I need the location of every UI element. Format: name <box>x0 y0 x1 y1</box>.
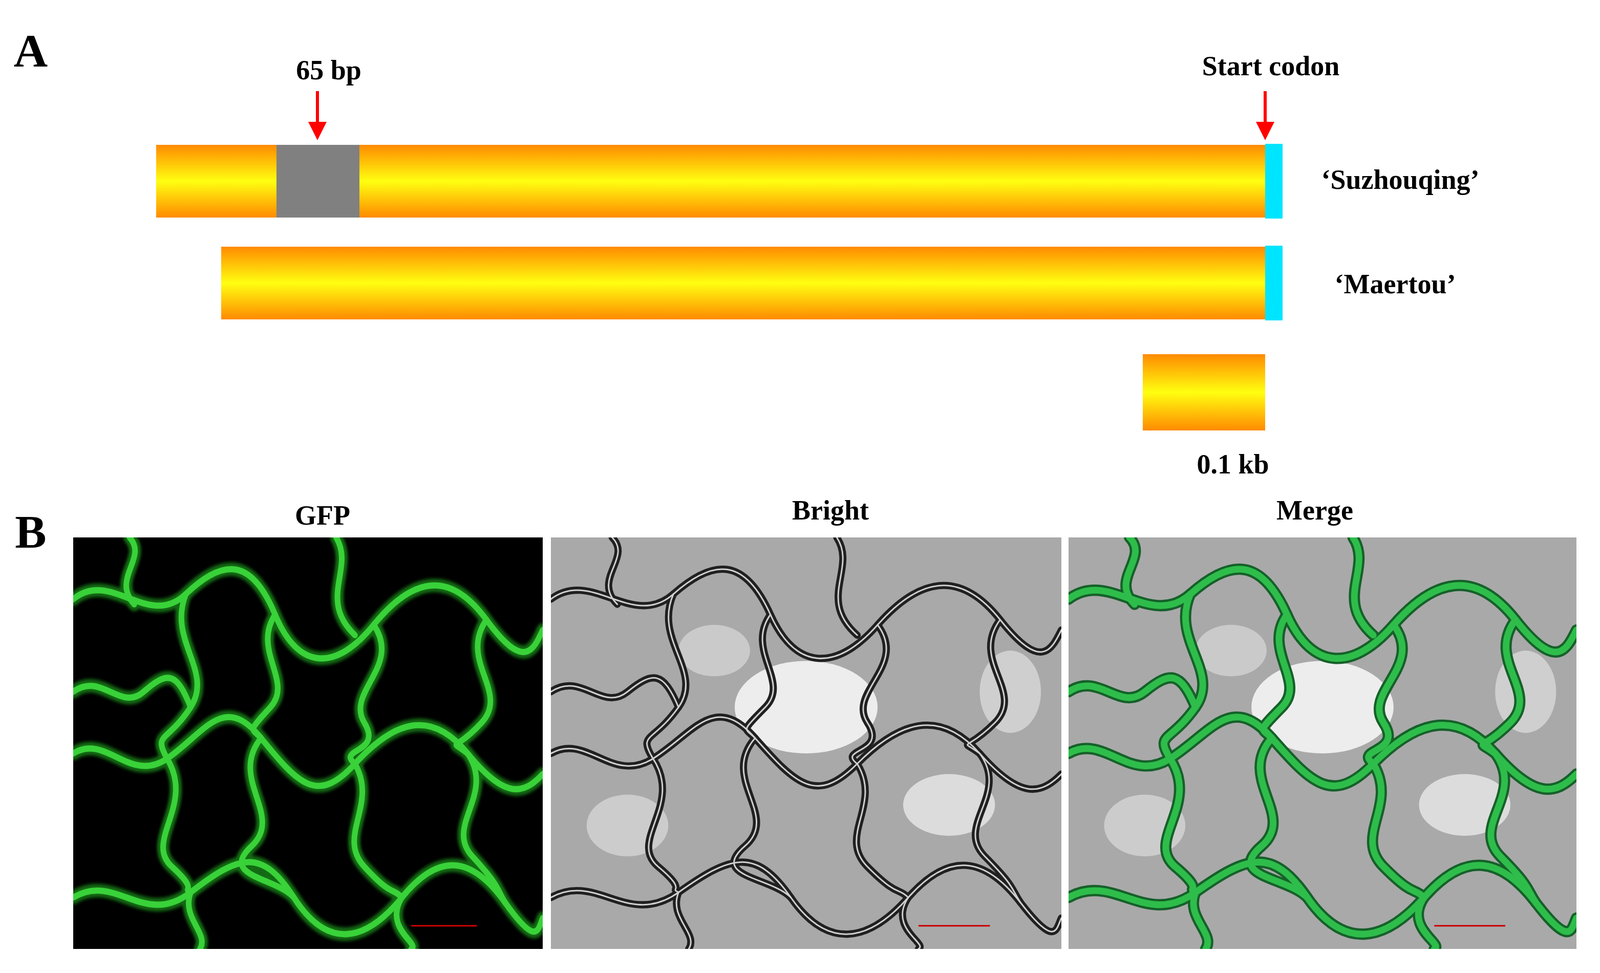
start-codon-label: Start codon <box>1202 51 1340 82</box>
start-codon-block <box>1265 143 1283 219</box>
gfp-micrograph <box>73 537 543 950</box>
cultivar-label: ‘Maertou’ <box>1334 269 1457 300</box>
panel-title: Merge <box>1276 495 1354 526</box>
scale-bar <box>1142 354 1266 431</box>
panel-title: GFP <box>294 500 351 531</box>
panel-title: Bright <box>792 495 869 526</box>
bright-micrograph <box>550 537 1062 950</box>
cultivar-label: ‘Suzhouqing’ <box>1320 164 1480 196</box>
insertion-block <box>276 144 360 218</box>
scale-label: 0.1 kb <box>1196 449 1269 480</box>
promoter-bar <box>221 246 1266 320</box>
panel-letter: A <box>13 25 48 77</box>
start-codon-block <box>1265 245 1283 321</box>
red-arrow <box>315 91 319 138</box>
red-arrow <box>1263 91 1267 138</box>
merge-micrograph <box>1068 537 1577 950</box>
panel-letter: B <box>14 506 47 559</box>
insertion-label: 65 bp <box>295 55 362 86</box>
promoter-bar <box>156 144 1266 218</box>
